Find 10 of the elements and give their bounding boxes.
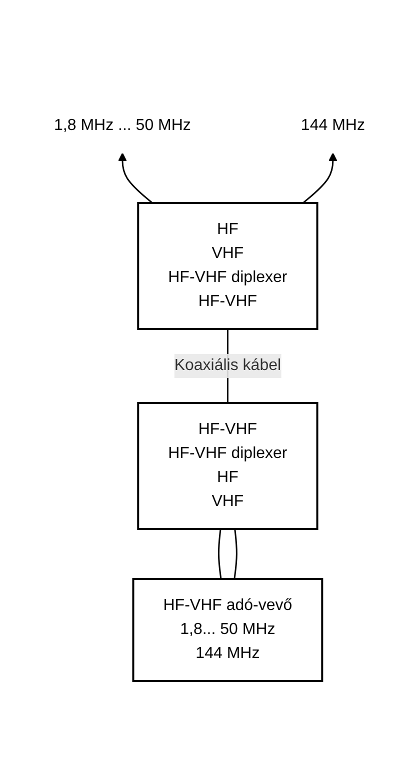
node-box: HF-VHF HF-VHF diplexer HF VHF [137,402,318,530]
connector [234,528,238,580]
node-text: 144 MHz [300,117,365,134]
node-box: HF VHF HF-VHF diplexer HF-VHF [137,202,318,330]
node-text: 1,8 MHz ... 50 MHz [54,117,191,134]
arrow [302,152,338,204]
edge-label: Koaxiális kábel [174,357,282,374]
connector [218,528,222,580]
arrow [118,152,153,204]
node-box: HF-VHF adó-vevő 1,8... 50 MHz 144 MHz [132,578,324,682]
